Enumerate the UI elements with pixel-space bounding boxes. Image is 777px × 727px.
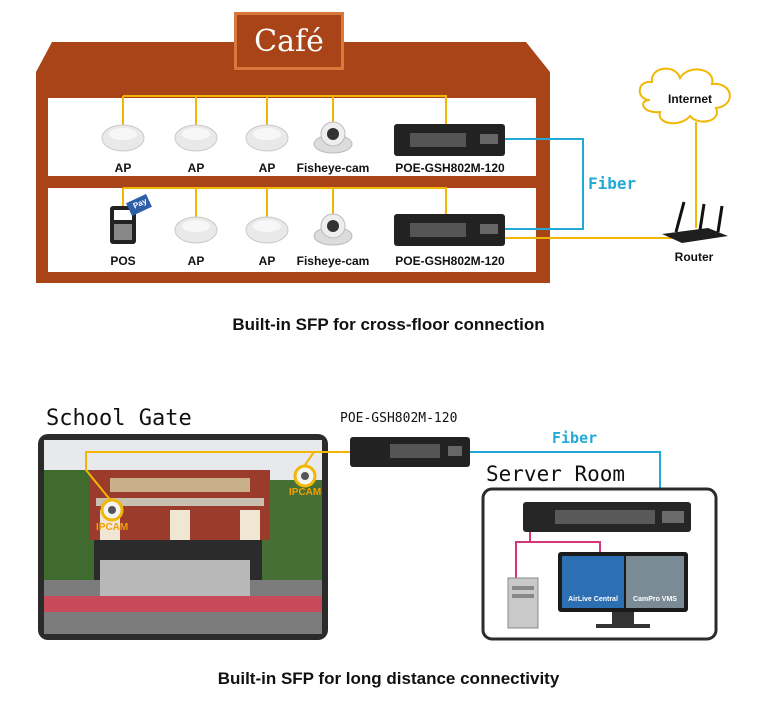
school-gate-fence (100, 560, 250, 596)
ipcam-left-icon (100, 498, 124, 522)
fisheye-cam-2f (313, 121, 353, 154)
cafe-caption: Built-in SFP for cross-floor connection (232, 315, 545, 334)
school-caption: Built-in SFP for long distance connectiv… (217, 669, 560, 688)
switch-1f (394, 214, 505, 246)
pc-tower-icon (507, 577, 539, 629)
ap-2f-2 (174, 124, 218, 152)
monitor-icon (558, 552, 688, 628)
router-label: Router (674, 250, 714, 264)
floor-2-utp-cable (122, 95, 447, 128)
ipcam-left-label: IPCAM (96, 522, 129, 533)
cafe-fiber-label: Fiber (588, 174, 637, 193)
ap-1f-1 (174, 216, 218, 244)
floor2-device-label: AP (187, 161, 205, 175)
cross-floor-fiber-cable (505, 138, 584, 230)
ipcam-right-icon (293, 464, 317, 488)
ap-1f-2 (245, 216, 289, 244)
switch-2f (394, 124, 505, 156)
pos-terminal (110, 194, 152, 244)
ap-2f-1 (101, 124, 145, 152)
floor1-device-label: AP (187, 254, 205, 268)
floor1-device-label: POE-GSH802M-120 (395, 254, 505, 268)
ipcam-right-label: IPCAM (289, 487, 322, 498)
school-gate-title: School Gate (46, 406, 192, 431)
monitor-left-label: AirLive Central (568, 596, 618, 603)
server-pink-cable (515, 532, 601, 580)
floor-1-label: 1F (48, 248, 74, 273)
server-room-switch (523, 502, 691, 532)
floor1-device-label: Fisheye-cam (296, 254, 370, 268)
fisheye-cam-1f (313, 213, 353, 246)
floor2-device-label: Fisheye-cam (296, 161, 370, 175)
internet-cloud-icon (638, 67, 731, 125)
school-fiber-label: Fiber (552, 429, 598, 447)
floor-2-label: 2F (48, 154, 74, 179)
server-room-title: Server Room (486, 462, 626, 486)
school-switch-label: POE-GSH802M-120 (340, 411, 458, 426)
floor1-device-label: POS (110, 254, 136, 268)
floor2-device-label: POE-GSH802M-120 (395, 161, 505, 175)
floor-1-utp-cable (122, 187, 447, 218)
floor2-device-label: AP (258, 161, 276, 175)
router-icon (662, 201, 728, 243)
monitor-right-label: CamPro VMS (633, 596, 677, 603)
cafe-title-sign: Café (234, 12, 344, 70)
floor1-device-label: AP (258, 254, 276, 268)
ap-2f-3 (245, 124, 289, 152)
internet-label: Internet (667, 92, 712, 106)
floor2-device-label: AP (114, 161, 132, 175)
school-switch (350, 437, 470, 467)
